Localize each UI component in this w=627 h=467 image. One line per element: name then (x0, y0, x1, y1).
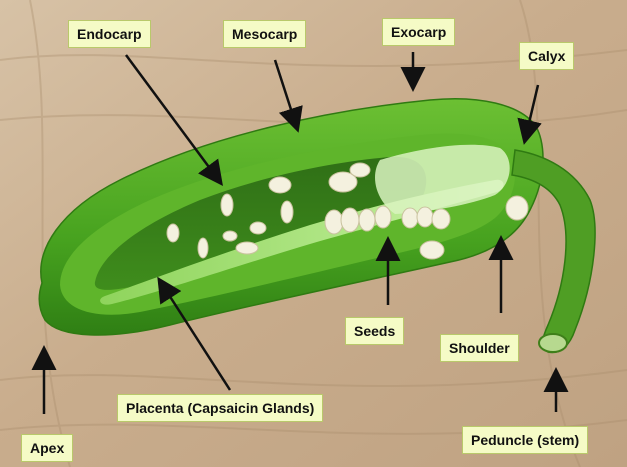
exocarp-label: Exocarp (382, 18, 455, 46)
shoulder-label: Shoulder (440, 334, 519, 362)
endocarp-label: Endocarp (68, 20, 151, 48)
placenta-label: Placenta (Capsaicin Glands) (117, 394, 323, 422)
seeds-label: Seeds (345, 317, 404, 345)
peduncle-label: Peduncle (stem) (462, 426, 588, 454)
stem-cut-end (539, 334, 567, 352)
apex-label: Apex (21, 434, 73, 462)
calyx-label: Calyx (519, 42, 574, 70)
mesocarp-label: Mesocarp (223, 20, 306, 48)
